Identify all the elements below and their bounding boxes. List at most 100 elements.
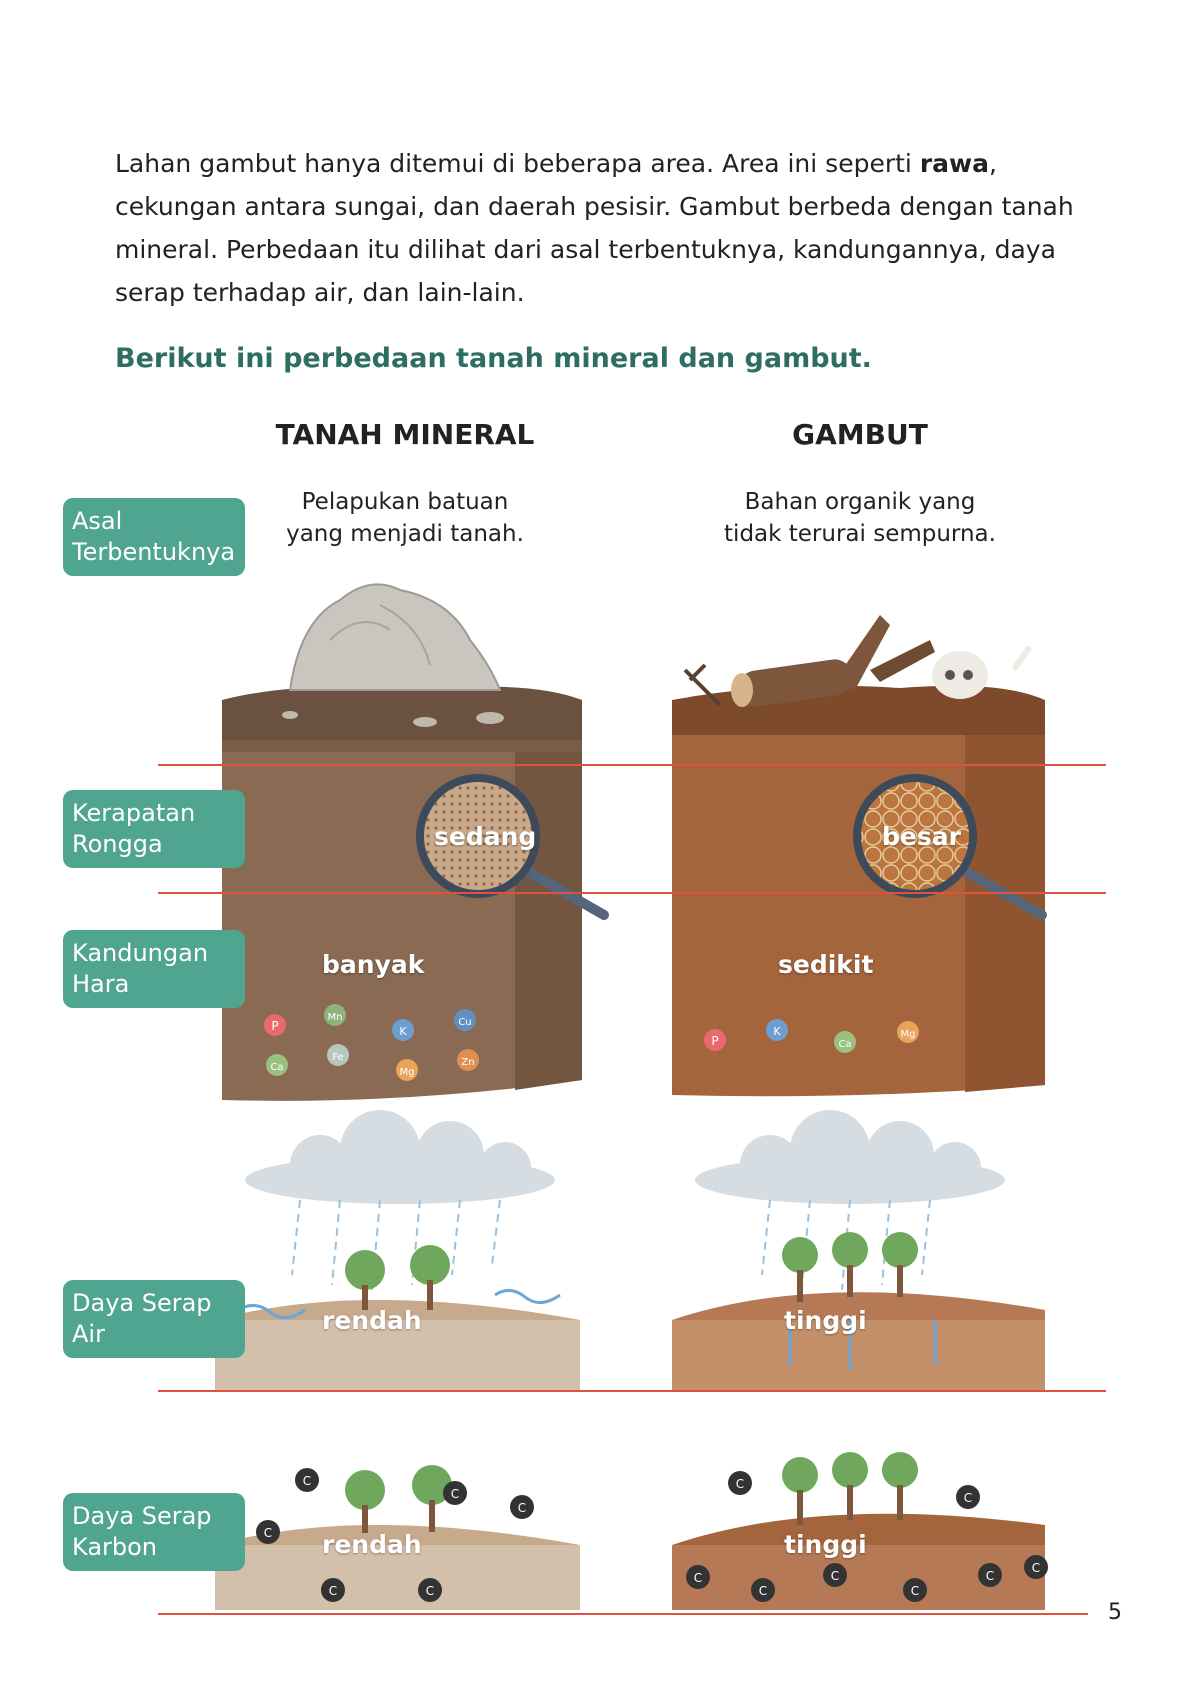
carbon-icon: C	[321, 1578, 345, 1602]
carbon-label: C	[303, 1474, 311, 1488]
nutrient-label: Mg	[400, 1067, 415, 1078]
carbon-label: C	[264, 1526, 272, 1540]
label-line: Karbon	[72, 1533, 158, 1561]
intro-paragraph: Lahan gambut hanya ditemui di beberapa a…	[115, 142, 1105, 314]
mineral-origin-desc: Pelapukan batuan yang menjadi tanah.	[225, 486, 585, 550]
carbon-icon: C	[903, 1578, 927, 1602]
gambut-trees-icon	[782, 1232, 918, 1302]
carbon-icon: C	[1024, 1555, 1048, 1579]
gambut-water-land	[672, 1292, 1045, 1390]
nutrient-label: Ca	[270, 1062, 283, 1073]
carbon-label: C	[986, 1569, 994, 1583]
nutrient-icon: Zn	[457, 1049, 479, 1071]
carbon-label: C	[964, 1491, 972, 1505]
skull-icon	[932, 645, 1032, 699]
carbon-icon: C	[728, 1471, 752, 1495]
gambut-soil-block	[672, 685, 1045, 1097]
gambut-hara-value: sedikit	[778, 950, 874, 979]
row-divider	[158, 892, 1106, 894]
carbon-icon: C	[418, 1578, 442, 1602]
carbon-label: C	[426, 1584, 434, 1598]
label-kerapatan-rongga: Kerapatan Rongga	[63, 790, 245, 868]
nutrient-label: Cu	[458, 1017, 471, 1028]
gambut-origin-line-2: tidak terurai sempurna.	[724, 521, 996, 547]
label-line: Daya Serap	[72, 1289, 212, 1317]
mineral-karbon-value: rendah	[322, 1530, 422, 1559]
mineral-carbon-icons: C C C C C C	[256, 1468, 534, 1602]
carbon-icon: C	[256, 1520, 280, 1544]
label-line: Rongga	[72, 830, 163, 858]
label-line: Terbentuknya	[72, 538, 236, 566]
gambut-rongga-value: besar	[882, 822, 961, 851]
gambut-nutrient-icons: P K Ca Mg	[704, 1019, 919, 1053]
carbon-label: C	[451, 1487, 459, 1501]
mineral-water-land	[215, 1289, 580, 1390]
nutrient-icon: P	[264, 1014, 286, 1036]
mineral-column-title: TANAH MINERAL	[275, 418, 535, 451]
nutrient-label: P	[271, 1019, 278, 1033]
gambut-origin-line-1: Bahan organik yang	[744, 489, 976, 515]
carbon-icon: C	[956, 1485, 980, 1509]
row-divider	[158, 764, 1106, 766]
gambut-rain-cloud-icon	[695, 1110, 1005, 1291]
nutrient-icon: K	[766, 1019, 788, 1041]
row-divider	[158, 1390, 1106, 1392]
label-line: Kandungan	[72, 939, 209, 967]
gambut-origin-desc: Bahan organik yang tidak terurai sempurn…	[680, 486, 1040, 550]
label-daya-serap-air: Daya Serap Air	[63, 1280, 245, 1358]
label-kandungan-hara: Kandungan Hara	[63, 930, 245, 1008]
gambut-magnifier-icon	[853, 774, 1047, 920]
nutrient-label: Ca	[838, 1039, 851, 1050]
mineral-nutrient-icons: P Mn K Cu Ca Fe Mg Zn	[264, 1004, 479, 1081]
carbon-label: C	[329, 1584, 337, 1598]
intro-text-2: , cekungan antara sungai, dan daerah pes…	[115, 149, 1074, 307]
carbon-label: C	[736, 1477, 744, 1491]
nutrient-label: Zn	[461, 1057, 474, 1068]
nutrient-label: K	[399, 1025, 407, 1038]
carbon-label: C	[518, 1501, 526, 1515]
mineral-air-value: rendah	[322, 1306, 422, 1335]
carbon-icon: C	[510, 1495, 534, 1519]
nutrient-label: K	[773, 1025, 781, 1038]
nutrient-icon: Mn	[324, 1004, 346, 1026]
mineral-origin-line-1: Pelapukan batuan	[301, 489, 509, 515]
label-daya-serap-karbon: Daya Serap Karbon	[63, 1493, 245, 1571]
label-asal-terbentuknya: Asal Terbentuknya	[63, 498, 245, 576]
carbon-label: C	[911, 1584, 919, 1598]
carbon-icon: C	[443, 1481, 467, 1505]
carbon-icon: C	[823, 1563, 847, 1587]
gambut-column-title: GAMBUT	[792, 418, 928, 451]
row-divider	[158, 1613, 1088, 1615]
intro-bold-word: rawa	[919, 149, 989, 178]
nutrient-icon: Ca	[834, 1031, 856, 1053]
nutrient-icon: Mg	[897, 1021, 919, 1043]
nutrient-icon: P	[704, 1029, 726, 1051]
label-line: Air	[72, 1320, 105, 1348]
carbon-label: C	[1032, 1561, 1040, 1575]
nutrient-icon: Cu	[454, 1009, 476, 1031]
mineral-magnifier-icon	[416, 774, 609, 920]
intro-text-1: Lahan gambut hanya ditemui di beberapa a…	[115, 149, 920, 178]
nutrient-icon: Ca	[266, 1054, 288, 1076]
carbon-icon: C	[295, 1468, 319, 1492]
label-line: Daya Serap	[72, 1502, 212, 1530]
nutrient-label: P	[711, 1034, 718, 1048]
nutrient-label: Fe	[332, 1052, 343, 1063]
mineral-carbon-land	[215, 1465, 580, 1610]
rock-icon	[282, 583, 504, 727]
nutrient-icon: Mg	[396, 1059, 418, 1081]
nutrient-icon: Fe	[327, 1044, 349, 1066]
mineral-origin-line-2: yang menjadi tanah.	[286, 521, 524, 547]
carbon-icon: C	[686, 1565, 710, 1589]
wood-log-icon	[683, 615, 935, 707]
nutrient-label: Mn	[328, 1012, 343, 1023]
nutrient-label: Mg	[901, 1029, 916, 1040]
gambut-karbon-value: tinggi	[784, 1530, 867, 1559]
mineral-rain-cloud-icon	[245, 1110, 555, 1291]
carbon-icon: C	[978, 1563, 1002, 1587]
section-subheading: Berikut ini perbedaan tanah mineral dan …	[115, 343, 872, 374]
carbon-label: C	[759, 1584, 767, 1598]
carbon-label: C	[831, 1569, 839, 1583]
carbon-label: C	[694, 1571, 702, 1585]
